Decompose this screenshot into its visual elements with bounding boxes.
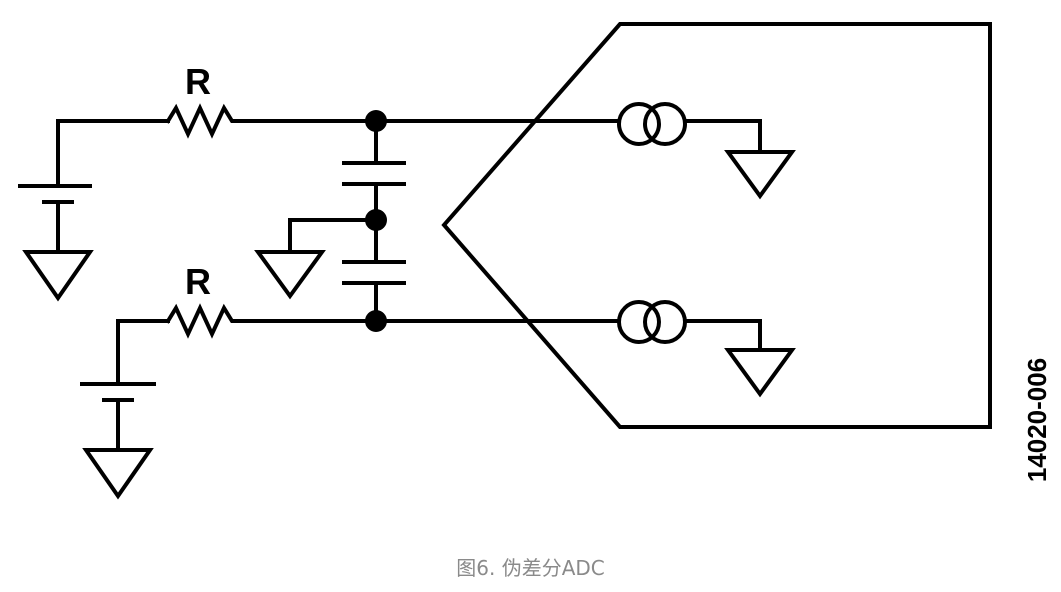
top-signal-path [18,102,796,302]
figure-id-label: 14020-006 [1022,358,1052,482]
resistor-bottom [165,303,240,339]
resistor-top [165,103,240,139]
junction-bottom [365,310,387,332]
capacitor-network [254,119,406,323]
ground-icon [22,250,94,302]
ground-icon [724,348,796,398]
current-source-bottom-icon [617,300,661,344]
current-source-top-icon [617,102,661,146]
ground-icon [724,150,796,200]
resistor-top-label: R [185,61,211,102]
ground-icon [82,448,154,500]
ground-icon [254,250,326,300]
adc-block [441,22,992,429]
resistor-bottom-label: R [185,261,211,302]
bottom-signal-path [80,300,796,500]
figure-caption: 图6. 伪差分ADC [456,556,605,580]
